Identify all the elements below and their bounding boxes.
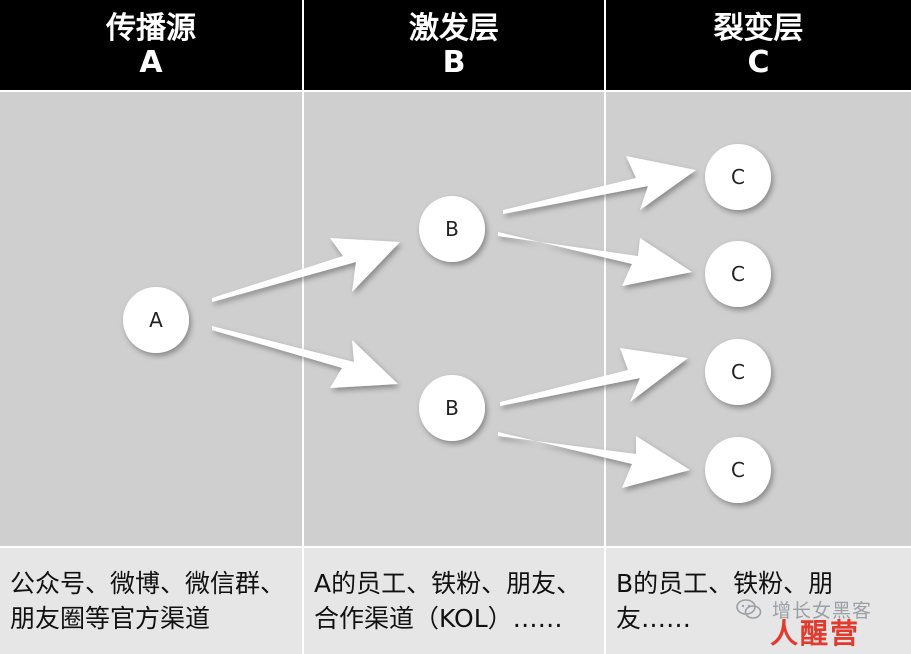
watermark-text: 增长女黑客 bbox=[772, 600, 873, 622]
header-trigger-title: 激发层 bbox=[409, 11, 499, 46]
node-c1: C bbox=[705, 144, 771, 210]
node-b2-label: B bbox=[445, 396, 459, 420]
header-source-title: 传播源 bbox=[106, 11, 196, 46]
desc-fission-line1: B的员工、铁粉、朋 bbox=[616, 569, 834, 598]
desc-fission: B的员工、铁粉、朋 友…… bbox=[606, 548, 911, 654]
header-trigger: 激发层 B bbox=[304, 0, 604, 90]
arrow-a-b1 bbox=[212, 238, 400, 302]
desc-trigger: A的员工、铁粉、朋友、 合作渠道（KOL）…… bbox=[304, 548, 604, 654]
arrow-b2-c4 bbox=[498, 432, 690, 488]
wechat-icon bbox=[736, 599, 762, 619]
node-c3-label: C bbox=[731, 360, 745, 384]
node-c3: C bbox=[705, 339, 771, 405]
node-b1-label: B bbox=[445, 217, 459, 241]
desc-source-line2: 朋友圈等官方渠道 bbox=[10, 604, 211, 633]
arrow-a-b2 bbox=[212, 326, 398, 388]
desc-source: 公众号、微博、微信群、 朋友圈等官方渠道 bbox=[0, 548, 302, 654]
header-trigger-letter: B bbox=[442, 45, 466, 80]
watermark-logo: 人醒营 bbox=[770, 617, 861, 650]
node-a-label: A bbox=[149, 308, 163, 332]
header-fission-title: 裂变层 bbox=[713, 11, 804, 46]
node-c1-label: C bbox=[731, 165, 745, 189]
panel-trigger bbox=[304, 92, 604, 546]
node-b1: B bbox=[419, 196, 485, 262]
node-b2: B bbox=[419, 375, 485, 441]
header-source: 传播源 A bbox=[0, 0, 302, 90]
node-c4: C bbox=[705, 437, 771, 503]
header-fission: 裂变层 C bbox=[606, 0, 911, 90]
arrow-b1-c2 bbox=[498, 232, 692, 286]
node-c4-label: C bbox=[731, 458, 745, 482]
desc-source-line1: 公众号、微博、微信群、 bbox=[10, 569, 286, 598]
node-c2: C bbox=[705, 241, 771, 307]
node-c2-label: C bbox=[731, 262, 745, 286]
desc-trigger-line2: 合作渠道（KOL）…… bbox=[314, 604, 563, 633]
header-fission-letter: C bbox=[747, 45, 770, 80]
desc-fission-line2: 友…… bbox=[616, 604, 692, 633]
node-a: A bbox=[123, 287, 189, 353]
header-source-letter: A bbox=[139, 45, 163, 80]
arrow-b1-c1 bbox=[503, 156, 696, 214]
watermark: 增长女黑客 人醒营 bbox=[730, 592, 900, 650]
desc-trigger-line1: A的员工、铁粉、朋友、 bbox=[314, 569, 582, 598]
arrow-b2-c3 bbox=[500, 348, 688, 406]
